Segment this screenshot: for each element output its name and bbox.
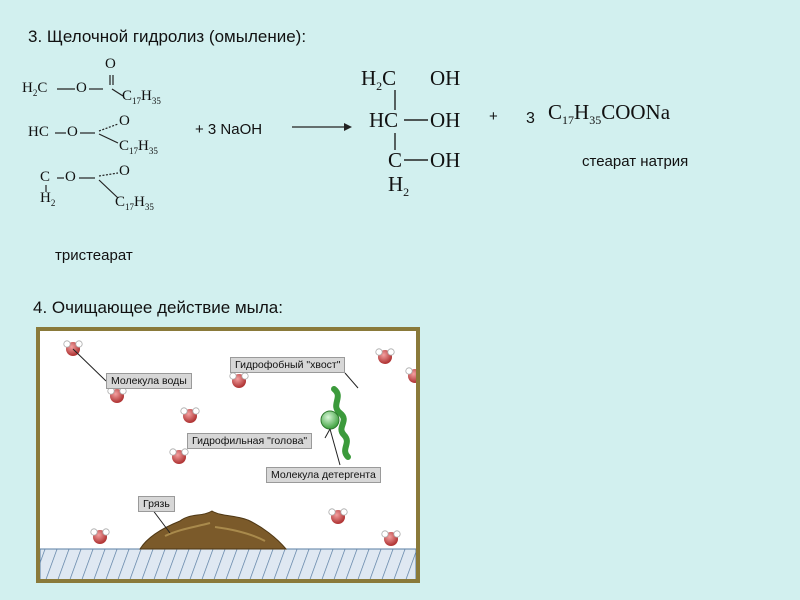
dirt-icon: [139, 510, 288, 550]
glycerol-h2c: H2C: [361, 66, 397, 94]
glycerol-oh-2: OH: [430, 108, 461, 132]
section-3-heading: 3. Щелочной гидролиз (омыление):: [28, 27, 307, 46]
plus-sign: +: [489, 108, 498, 125]
detergent-tail-icon: [331, 386, 351, 460]
glycerol-h2: H2: [388, 172, 410, 200]
tristearate-row2-hc: HC: [28, 124, 49, 140]
water-molecule-icons: [63, 340, 416, 546]
reaction-arrow-icon: [292, 123, 352, 131]
soap-action-illustration: Молекула воды Гидрофобный "хвост" Гидроф…: [36, 327, 420, 583]
tristearate-row1-o-top: O: [105, 56, 116, 72]
label-dirt: Грязь: [138, 496, 175, 512]
tristearate-row2-o: O: [67, 124, 78, 140]
label-water-molecule: Молекула воды: [106, 373, 192, 389]
soap-scene: [40, 340, 416, 579]
glycerol-c: C: [388, 148, 403, 172]
tristearate-row3-r: C17H35: [115, 194, 154, 212]
tristearate-row1-r: C17H35: [122, 88, 161, 106]
tristearate-row3-c: C: [40, 169, 51, 185]
reactant-name: тристеарат: [55, 247, 133, 264]
glycerol-oh-1: OH: [430, 66, 461, 90]
tristearate-row2-r: C17H35: [119, 138, 158, 156]
tristearate-row3-o-top: O: [119, 163, 130, 179]
section-4-heading: 4. Очищающее действие мыла:: [33, 298, 283, 317]
reagent-naoh: + 3 NaOH: [195, 121, 263, 138]
label-detergent-molecule: Молекула детергента: [266, 467, 381, 483]
stearate-coefficient: 3: [526, 110, 535, 127]
label-hydrophilic-head: Гидрофильная "голова": [187, 433, 313, 449]
tristearate-row3-h: H2: [40, 190, 56, 208]
tristearate-row1-h: H2C: [22, 80, 48, 98]
product-name: стеарат натрия: [582, 153, 689, 170]
tristearate-row3-o: O: [65, 169, 76, 185]
detergent-head-icon: [320, 410, 340, 430]
sodium-stearate-formula: C17H35COONa: [548, 100, 671, 128]
tristearate-row2-o-top: O: [119, 113, 130, 129]
glycerol-hc: HC: [369, 108, 399, 132]
tristearate-row1-o: O: [76, 80, 87, 96]
glycerol-oh-3: OH: [430, 148, 461, 172]
label-hydrophobic-tail: Гидрофобный "хвост": [230, 357, 346, 373]
floor-surface: [40, 548, 416, 579]
